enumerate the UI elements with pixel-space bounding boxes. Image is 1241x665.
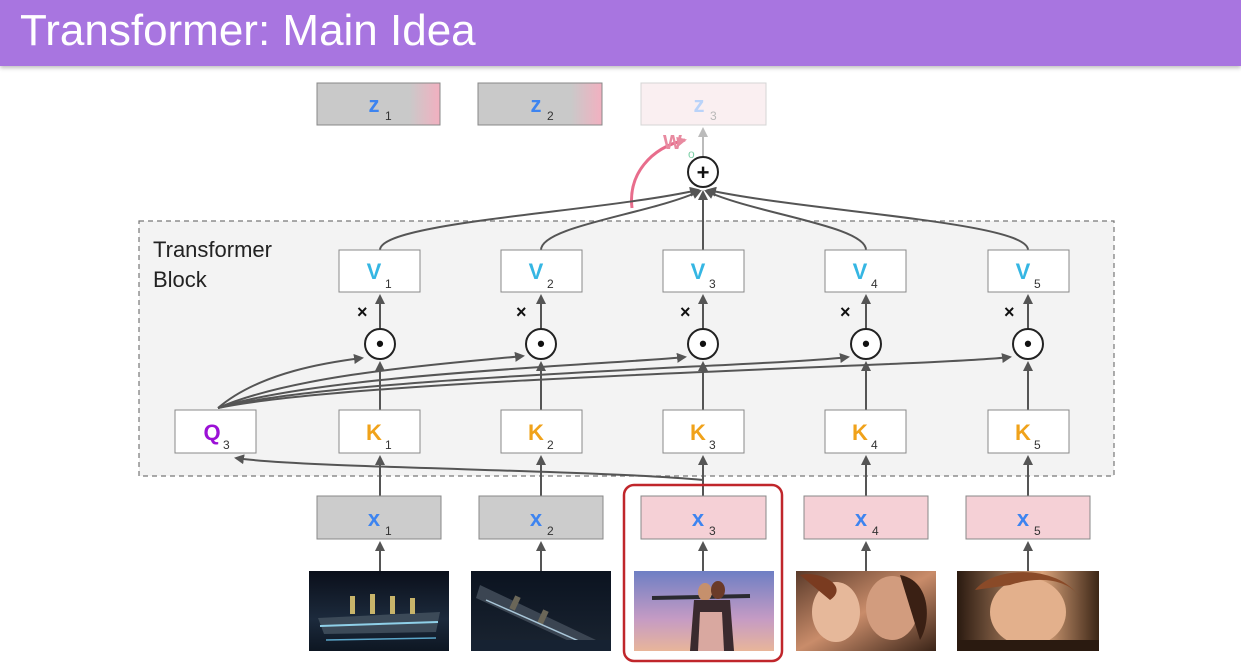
value-v3-box: V 3 <box>662 249 745 293</box>
value-v4-symbol: V <box>853 259 868 284</box>
value-v5-symbol: V <box>1016 259 1031 284</box>
page-title: Transformer: Main Idea <box>20 6 476 55</box>
dot-symbol-1: • <box>376 331 384 356</box>
times-symbol-5: × <box>1004 302 1015 322</box>
value-v3-subscript: 3 <box>709 277 716 291</box>
input-x3-box: x 3 <box>640 495 767 540</box>
value-v2-subscript: 2 <box>547 277 554 291</box>
input-x3-symbol: x <box>692 506 705 531</box>
input-x1-symbol: x <box>368 506 381 531</box>
key-k5-subscript: 5 <box>1034 438 1041 452</box>
input-x5-box: x 5 <box>965 495 1091 540</box>
input-x5-subscript: 5 <box>1034 524 1041 538</box>
dot-product-node-5: • <box>1012 328 1044 360</box>
input-x5-symbol: x <box>1017 506 1030 531</box>
key-k3-symbol: K <box>690 420 706 445</box>
value-v1-subscript: 1 <box>385 277 392 291</box>
value-v2-box: V 2 <box>500 249 583 293</box>
q3-to-dot4-curve <box>217 353 850 409</box>
input-x1-box: x 1 <box>316 495 442 540</box>
input-x4-subscript: 4 <box>872 524 879 538</box>
v5-to-sum-curve <box>706 186 1029 251</box>
output-z1-subscript: 1 <box>385 109 392 123</box>
value-v2-symbol: V <box>529 259 544 284</box>
times-symbol-3: × <box>680 302 691 322</box>
q3-to-dot5-curve <box>217 353 1012 409</box>
dot-symbol-4: • <box>862 331 870 356</box>
input-x1-subscript: 1 <box>385 524 392 538</box>
wo-symbol: W <box>663 132 682 154</box>
value-v1-box: V 1 <box>338 249 421 293</box>
key-k5-symbol: K <box>1015 420 1031 445</box>
key-k4-subscript: 4 <box>871 438 878 452</box>
value-v4-subscript: 4 <box>871 277 878 291</box>
query-q3-subscript: 3 <box>223 438 230 452</box>
movie-frame-couple-on-bow <box>634 571 774 651</box>
key-k2-symbol: K <box>528 420 544 445</box>
x3-highlight-frame <box>622 483 784 663</box>
key-k2-box: K 2 <box>500 409 583 454</box>
output-z2-subscript: 2 <box>547 109 554 123</box>
q3-to-dot3-curve <box>217 352 687 409</box>
value-v5-subscript: 5 <box>1034 277 1041 291</box>
output-z1-symbol: z <box>369 92 380 117</box>
dot-product-node-1: • <box>364 328 396 360</box>
input-x4-box: x 4 <box>803 495 929 540</box>
times-symbol-1: × <box>357 302 368 322</box>
key-k1-subscript: 1 <box>385 438 392 452</box>
key-k4-box: K 4 <box>824 409 907 454</box>
value-v5-box: V 5 <box>987 249 1070 293</box>
output-z3-symbol: z <box>694 92 705 117</box>
dot-product-node-2: • <box>525 328 557 360</box>
output-z2-symbol: z <box>531 92 542 117</box>
key-k1-box: K 1 <box>338 409 421 454</box>
input-x2-subscript: 2 <box>547 524 554 538</box>
v1-to-sum-curve <box>379 186 700 251</box>
output-z1-box: z 1 <box>316 82 441 126</box>
output-z3-box: z 3 <box>640 82 767 126</box>
movie-frame-ship-sinking <box>471 571 611 651</box>
v2-to-sum-curve <box>540 189 702 251</box>
wo-subscript: o <box>688 147 695 161</box>
times-symbol-4: × <box>840 302 851 322</box>
key-k5-box: K 5 <box>987 409 1070 454</box>
dot-symbol-2: • <box>537 331 545 356</box>
dot-product-node-4: • <box>850 328 882 360</box>
value-v1-symbol: V <box>367 259 382 284</box>
wo-projection-arrow <box>630 136 687 209</box>
dot-symbol-3: • <box>699 331 707 356</box>
key-k2-subscript: 2 <box>547 438 554 452</box>
block-label-line2: Block <box>153 267 208 292</box>
dot-symbol-5: • <box>1024 331 1032 356</box>
output-z2-box: z 2 <box>477 82 603 126</box>
key-k3-box: K 3 <box>662 409 745 454</box>
movie-frame-ship-at-night <box>309 571 449 651</box>
sum-node: + <box>687 156 719 188</box>
output-z3-subscript: 3 <box>710 109 717 123</box>
key-k1-symbol: K <box>366 420 382 445</box>
input-x2-box: x 2 <box>478 495 604 540</box>
q3-to-dot1-curve <box>217 354 364 409</box>
key-k3-subscript: 3 <box>709 438 716 452</box>
x3-to-q3-curve <box>234 454 704 481</box>
title-bar: Transformer: Main Idea <box>0 0 1241 66</box>
block-label-line1: Transformer <box>153 237 272 262</box>
value-v4-box: V 4 <box>824 249 907 293</box>
dot-product-node-3: • <box>687 328 719 360</box>
movie-frame-couple-embrace <box>796 571 936 651</box>
query-q3-symbol: Q <box>203 420 220 445</box>
input-x2-symbol: x <box>530 506 543 531</box>
input-x3-subscript: 3 <box>709 524 716 538</box>
input-x4-symbol: x <box>855 506 868 531</box>
movie-frame-woman-portrait <box>957 571 1099 651</box>
v4-to-sum-curve <box>704 189 867 251</box>
value-v3-symbol: V <box>691 259 706 284</box>
sum-symbol: + <box>697 160 710 185</box>
key-k4-symbol: K <box>852 420 868 445</box>
times-symbol-2: × <box>516 302 527 322</box>
query-q3-box: Q 3 <box>174 409 257 454</box>
transformer-block-region <box>138 220 1115 477</box>
